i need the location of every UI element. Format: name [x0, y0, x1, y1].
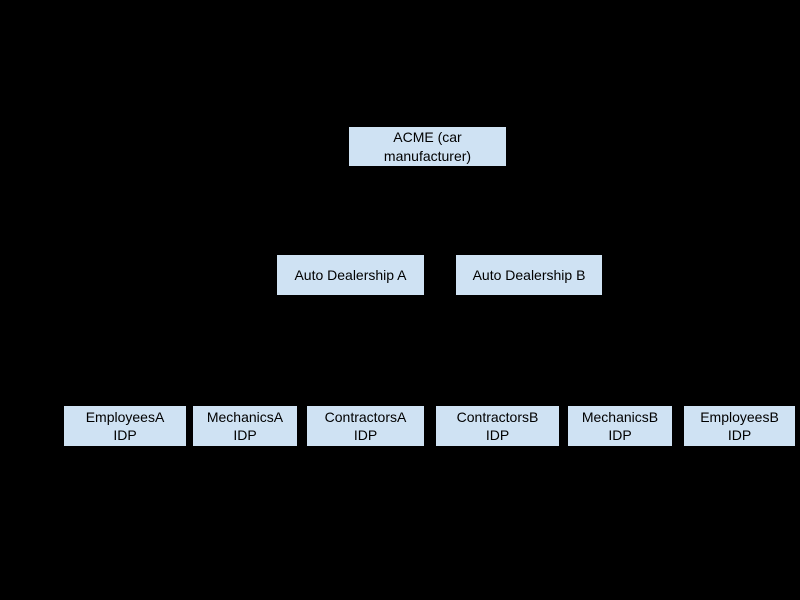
node-auto-dealership-b-label: Auto Dealership B [472, 266, 586, 283]
node-employeesb-idp: EmployeesB IDP [683, 405, 796, 447]
node-employeesa-idp-label: EmployeesA IDP [85, 408, 165, 443]
node-mechanicsa-idp-label: MechanicsA IDP [206, 408, 284, 443]
node-mechanicsb-idp: MechanicsB IDP [567, 405, 673, 447]
node-auto-dealership-a: Auto Dealership A [276, 254, 425, 296]
node-contractorsa-idp-label: ContractorsA IDP [324, 408, 407, 443]
node-mechanicsb-idp-label: MechanicsB IDP [581, 408, 659, 443]
node-mechanicsa-idp: MechanicsA IDP [192, 405, 298, 447]
node-employeesb-idp-label: EmployeesB IDP [700, 408, 779, 443]
node-acme: ACME (car manufacturer) [348, 126, 507, 167]
node-contractorsb-idp: ContractorsB IDP [435, 405, 560, 447]
node-auto-dealership-b: Auto Dealership B [455, 254, 603, 296]
node-acme-label: ACME (car manufacturer) [383, 129, 472, 164]
node-contractorsb-idp-label: ContractorsB IDP [456, 408, 539, 443]
node-auto-dealership-a-label: Auto Dealership A [294, 266, 407, 283]
node-contractorsa-idp: ContractorsA IDP [306, 405, 425, 447]
node-employeesa-idp: EmployeesA IDP [63, 405, 187, 447]
